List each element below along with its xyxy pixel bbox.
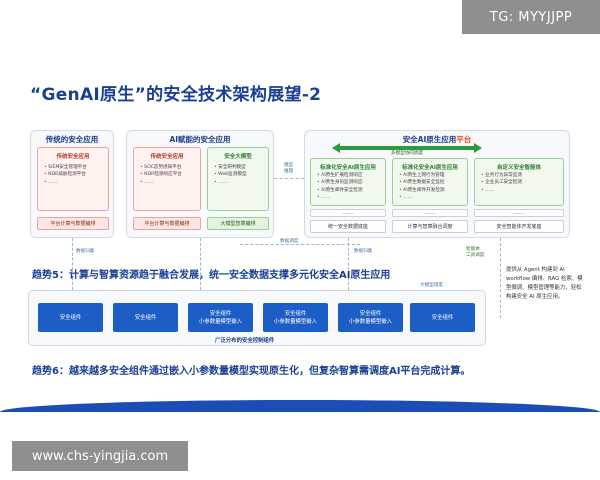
agent-dev-base-box: 安全智能体开发底座 xyxy=(474,220,564,233)
bullet-item: AI原生扩展检测响应 xyxy=(317,172,362,179)
bullet-item: …… xyxy=(214,179,247,186)
bullet-item: …… xyxy=(399,194,444,201)
model-dispatch-label: 大模型调度 xyxy=(420,283,443,288)
trend-6: 趋势6：越来越多安全组件通过嵌入小参数量模型实现原生化，但复杂智算需调度AI平台… xyxy=(32,366,471,377)
data-collect-label: 数据归集 xyxy=(76,249,95,254)
unified-data-base-box: 统一安全数据底座 xyxy=(310,220,386,233)
native-col-1: 标准化安全AI原生应用 AI原生扩展检测响应 AI原生身份监测响应 AI原生邮件… xyxy=(310,158,386,206)
platform-compute-box: 平台计算与数据编排 xyxy=(37,217,109,230)
bidirectional-arrow-icon xyxy=(332,143,482,153)
connector-line xyxy=(274,178,304,179)
bullet-list: 安全研判模型 Web监测模型 …… xyxy=(214,164,247,186)
security-component-chip[interactable]: 安全组件 小参数量模型嵌入 xyxy=(188,303,253,332)
chip-line-2: 小参数量模型嵌入 xyxy=(348,318,393,325)
sub-title: 标准化安全AI原生应用 xyxy=(320,165,376,171)
bullet-item: AI原生邮件开发检测 xyxy=(399,187,444,194)
bullet-item: 企业员工安全检测 xyxy=(481,179,522,186)
compute-fusion-box: 计算与智算融合调度 xyxy=(392,220,468,233)
bullet-item: …… xyxy=(481,187,522,194)
bullet-item: 安全研判模型 xyxy=(214,164,247,171)
bullet-list: AI原生扩展检测响应 AI原生身份监测响应 AI原生邮件安全检测 …… xyxy=(317,172,362,202)
platform-compute-box: 平台计算与数据编排 xyxy=(133,217,201,230)
panel-ai-enabled: AI赋能的安全应用 传统安全应用 SOC态势感知平台 NDR检测响应平台 …… … xyxy=(126,130,274,238)
ai-sub-box-right: 安全大模型 安全研判模型 Web监测模型 …… xyxy=(207,147,269,211)
security-component-chip[interactable]: 安全组件 小参数量模型嵌入 xyxy=(263,303,328,332)
chip-line-1: 安全组件 xyxy=(59,314,82,321)
bullet-item: Web监测模型 xyxy=(214,171,246,178)
connector-line xyxy=(348,238,349,290)
bullet-list: AI原生上网行为管理 AI原生数据安全监控 AI原生邮件开发检测 …… xyxy=(399,172,444,202)
panel-traditional: 传统的安全应用 传统安全应用 SIEM安全管理平台 NDR威胁检测平台 …… 平… xyxy=(30,130,114,238)
bullet-item: SIEM安全管理平台 xyxy=(44,164,87,171)
trend-5: 趋势5：计算与智算资源趋于融合发展，统一安全数据支撑多元化安全AI原生应用 xyxy=(32,270,391,281)
sub-title: 安全大模型 xyxy=(224,154,252,160)
security-component-chip[interactable]: 安全组件 xyxy=(38,303,103,332)
panel-traditional-title: 传统的安全应用 xyxy=(45,135,99,144)
chip-line-2: 小参数量模型嵌入 xyxy=(198,318,243,325)
bullet-list: SOC态势感知平台 NDR检测响应平台 …… xyxy=(140,164,182,186)
dots-box: …… xyxy=(474,209,564,217)
chip-line-2: 小参数量模型嵌入 xyxy=(273,318,318,325)
panel-ai-native-title-prefix: 安全AI原生应用 xyxy=(402,135,457,144)
bullet-item: NDR检测响应平台 xyxy=(140,171,182,178)
bullet-item: SOC态势感知平台 xyxy=(140,164,182,171)
traditional-sub-box: 传统安全应用 SIEM安全管理平台 NDR威胁检测平台 …… xyxy=(37,147,109,211)
side-note: 提供从 Agent 构建到 AI workflow 编排、RAG 检索、模型微调… xyxy=(506,267,583,300)
bullet-item: 业务行为异常监测 xyxy=(481,172,522,179)
arrow-label: 多模型协同调度 xyxy=(390,151,424,156)
bullet-item: AI原生邮件安全检测 xyxy=(317,187,362,194)
bullet-item: AI原生数据安全监控 xyxy=(399,179,444,186)
panel-ai-enabled-title: AI赋能的安全应用 xyxy=(169,135,231,144)
security-component-chip[interactable]: 安全组件 xyxy=(410,303,475,332)
ai-sub-box-left: 传统安全应用 SOC态势感知平台 NDR检测响应平台 …… xyxy=(133,147,201,211)
watermark-bottom: www.chs-yingjia.com xyxy=(12,441,188,471)
data-collect-label: 数据归集 xyxy=(354,249,373,254)
bullet-item: …… xyxy=(317,194,362,201)
page-title: “GenAI原生”的安全技术架构展望-2 xyxy=(30,85,322,105)
panel-ai-native-title-accent: 平台 xyxy=(456,135,472,144)
bullet-item: AI原生身份监测响应 xyxy=(317,179,362,186)
dots-box: …… xyxy=(392,209,468,217)
agent-tool-label: 智能体 工具调度 xyxy=(466,247,485,258)
chip-line-1: 安全组件 xyxy=(134,314,157,321)
chip-line-1: 安全组件 xyxy=(431,314,454,321)
chip-line-1: 安全组件 xyxy=(359,310,382,317)
data-dispatch-label: 数据调度 xyxy=(280,239,299,244)
sub-title: 传统安全应用 xyxy=(56,154,90,160)
panel-ai-native-title: 安全AI原生应用平台 xyxy=(305,134,569,145)
connector-line xyxy=(240,244,360,245)
bullet-item: NDR威胁检测平台 xyxy=(44,171,87,178)
native-col-3: 自定义安全智能体 业务行为异常监测 企业员工安全检测 …… xyxy=(474,158,564,206)
footer-band-top xyxy=(0,400,600,412)
native-col-2: 标准化安全AI原生应用 AI原生上网行为管理 AI原生数据安全监控 AI原生邮件… xyxy=(392,158,468,206)
bullet-item: AI原生上网行为管理 xyxy=(399,172,444,179)
bullet-list: SIEM安全管理平台 NDR威胁检测平台 …… xyxy=(44,164,87,186)
chip-line-1: 安全组件 xyxy=(209,310,232,317)
sub-title: 标准化安全AI原生应用 xyxy=(402,165,458,171)
security-component-chip[interactable]: 安全组件 xyxy=(113,303,178,332)
sub-title: 自定义安全智能体 xyxy=(496,165,541,171)
model-compute-box: 大模型智算编排 xyxy=(207,217,269,230)
chip-line-1: 安全组件 xyxy=(284,310,307,317)
security-components-panel xyxy=(28,290,486,346)
sub-title: 传统安全应用 xyxy=(150,154,184,160)
connector-line xyxy=(72,238,73,290)
dots-box: …… xyxy=(310,209,386,217)
connector-line xyxy=(200,238,201,290)
components-panel-label: 广泛分布的安全控制组件 xyxy=(215,338,275,344)
connector-line xyxy=(500,238,501,318)
model-inference-label: 模型 推理 xyxy=(284,163,294,174)
bullet-list: 业务行为异常监测 企业员工安全检测 …… xyxy=(481,172,522,194)
security-component-chip[interactable]: 安全组件 小参数量模型嵌入 xyxy=(338,303,403,332)
bullet-item: …… xyxy=(44,179,87,186)
bullet-item: …… xyxy=(140,179,182,186)
watermark-top: TG: MYYJJPP xyxy=(462,0,600,34)
